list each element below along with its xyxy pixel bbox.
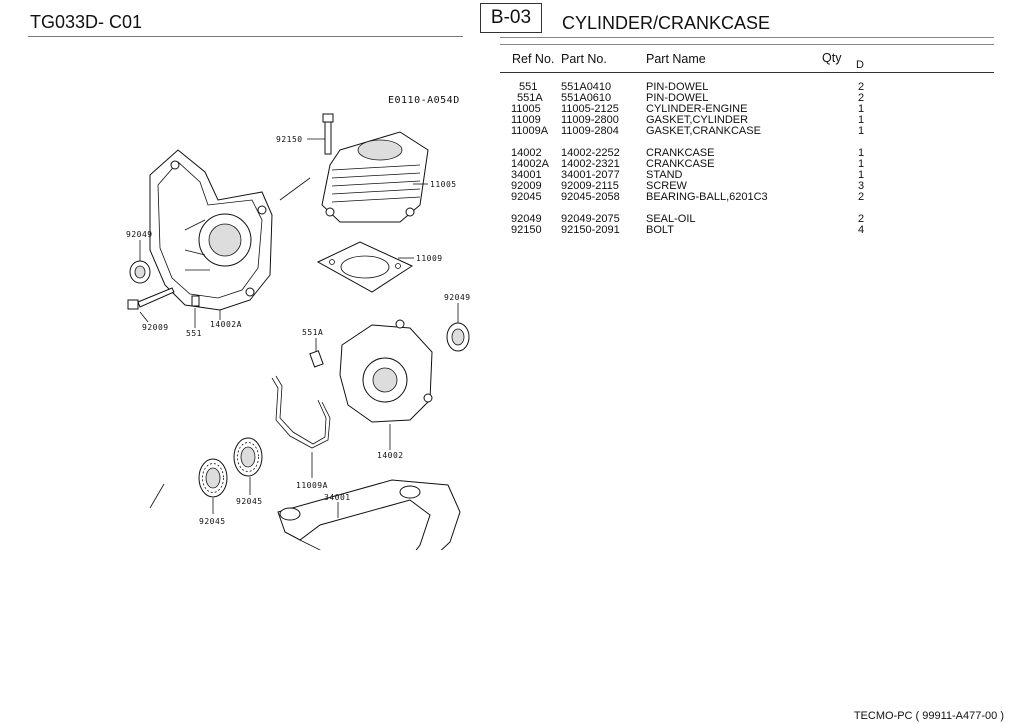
row-part-name: CYLINDER-ENGINE bbox=[646, 103, 748, 115]
bolt-drawing bbox=[322, 113, 334, 155]
row-part-name: CRANKCASE bbox=[646, 158, 715, 170]
row-part-no: 34001-2077 bbox=[561, 169, 620, 181]
dowel-pin-drawing bbox=[191, 295, 200, 307]
stand-drawing bbox=[277, 479, 461, 550]
header-rule-right-top bbox=[500, 37, 994, 38]
row-part-no: 92045-2058 bbox=[561, 191, 620, 203]
row-part-name: SCREW bbox=[646, 180, 687, 192]
callout-14002: 14002 bbox=[377, 451, 404, 460]
exploded-parts-diagram: E0110-A054D 92150 11005 11009 bbox=[126, 95, 471, 550]
callout-92045-lower: 92045 bbox=[199, 517, 226, 526]
break-line bbox=[279, 177, 311, 201]
footer-publication-code: TECMO-PC ( 99911-A477-00 ) bbox=[853, 710, 1004, 722]
row-ref: 92009 bbox=[511, 180, 542, 192]
row-ref: 11009 bbox=[511, 114, 541, 126]
ball-bearing-lower-drawing bbox=[198, 458, 228, 498]
row-qty: 1 bbox=[858, 103, 865, 115]
row-qty: 2 bbox=[858, 81, 865, 93]
callout-92045-upper: 92045 bbox=[236, 497, 263, 506]
section-code-box: B-03 bbox=[480, 3, 542, 33]
oil-seal-left-drawing bbox=[129, 260, 151, 284]
callout-11009A: 11009A bbox=[296, 481, 328, 490]
row-qty: 1 bbox=[858, 169, 865, 181]
section-title: CYLINDER/CRANKCASE bbox=[562, 13, 771, 33]
callout-11009: 11009 bbox=[416, 254, 443, 263]
diagram-code: E0110-A054D bbox=[388, 95, 460, 106]
row-qty: 3 bbox=[858, 180, 865, 192]
callout-551: 551 bbox=[186, 329, 202, 338]
row-part-name: STAND bbox=[646, 169, 683, 181]
row-qty: 2 bbox=[858, 191, 865, 203]
model-code: TG033D- C01 bbox=[30, 12, 143, 32]
table-header-rule bbox=[500, 72, 994, 73]
row-ref: 14002A bbox=[511, 158, 549, 170]
row-part-no: 551A0410 bbox=[561, 81, 612, 93]
row-part-no: 551A0610 bbox=[561, 92, 612, 104]
row-ref: 34001 bbox=[511, 169, 542, 181]
row-part-name: PIN-DOWEL bbox=[646, 81, 709, 93]
row-qty: 2 bbox=[858, 92, 865, 104]
row-qty: 1 bbox=[858, 158, 865, 170]
crankcase-drawing bbox=[339, 319, 433, 423]
column-header-part-no: Part No. bbox=[561, 52, 607, 66]
column-header-part-name: Part Name bbox=[646, 52, 706, 66]
row-ref: 14002 bbox=[511, 147, 542, 159]
break-line bbox=[149, 483, 165, 509]
row-ref: 92045 bbox=[511, 191, 542, 203]
crankcase-half-drawing bbox=[149, 149, 273, 311]
row-ref: 11009A bbox=[511, 125, 549, 137]
callout-92009: 92009 bbox=[142, 323, 169, 332]
row-part-name: BEARING-BALL,6201C3 bbox=[646, 191, 768, 203]
row-part-no: 14002-2321 bbox=[561, 158, 620, 170]
ball-bearing-upper-drawing bbox=[233, 437, 263, 477]
row-ref: 11005 bbox=[511, 103, 541, 115]
row-qty: 2 bbox=[858, 213, 865, 225]
cylinder-drawing bbox=[321, 131, 429, 223]
row-part-no: 11009-2800 bbox=[561, 114, 619, 126]
row-part-name: PIN-DOWEL bbox=[646, 92, 709, 104]
row-qty: 4 bbox=[858, 224, 865, 236]
row-part-name: SEAL-OIL bbox=[646, 213, 696, 225]
crankcase-gasket-drawing bbox=[271, 375, 331, 449]
oil-seal-right-drawing bbox=[446, 322, 470, 352]
callout-92150: 92150 bbox=[276, 135, 303, 144]
header-rule-left bbox=[28, 36, 463, 37]
row-part-no: 92049-2075 bbox=[561, 213, 620, 225]
row-part-name: GASKET,CRANKCASE bbox=[646, 125, 761, 137]
screw-drawing bbox=[127, 287, 175, 310]
row-ref: 92049 bbox=[511, 213, 542, 225]
callout-34001: 34001 bbox=[324, 493, 351, 502]
row-qty: 1 bbox=[858, 114, 865, 126]
row-qty: 1 bbox=[858, 147, 865, 159]
row-part-no: 11005-2125 bbox=[561, 103, 619, 115]
cylinder-gasket-drawing bbox=[316, 241, 414, 293]
leader-line bbox=[139, 311, 149, 323]
row-part-no: 11009-2804 bbox=[561, 125, 619, 137]
row-ref: 551A bbox=[517, 92, 543, 104]
row-ref: 551 bbox=[519, 81, 538, 93]
row-part-no: 92009-2115 bbox=[561, 180, 619, 192]
row-part-name: BOLT bbox=[646, 224, 674, 236]
callout-92049-right: 92049 bbox=[444, 293, 471, 302]
column-header-qty: Qty bbox=[822, 51, 842, 65]
column-header-ref-no: Ref No. bbox=[512, 52, 555, 66]
dowel-pin-a-drawing bbox=[309, 350, 324, 368]
header-rule-right-bottom bbox=[500, 44, 994, 45]
row-part-name: CRANKCASE bbox=[646, 147, 715, 159]
row-part-no: 14002-2252 bbox=[561, 147, 620, 159]
callout-551A: 551A bbox=[302, 328, 323, 337]
row-ref: 92150 bbox=[511, 224, 542, 236]
column-header-d: D bbox=[856, 59, 864, 71]
callout-11005: 11005 bbox=[430, 180, 457, 189]
row-part-no: 92150-2091 bbox=[561, 224, 620, 236]
callout-92049-left: 92049 bbox=[126, 230, 153, 239]
row-qty: 1 bbox=[858, 125, 865, 137]
callout-14002A: 14002A bbox=[210, 320, 242, 329]
row-part-name: GASKET,CYLINDER bbox=[646, 114, 749, 126]
